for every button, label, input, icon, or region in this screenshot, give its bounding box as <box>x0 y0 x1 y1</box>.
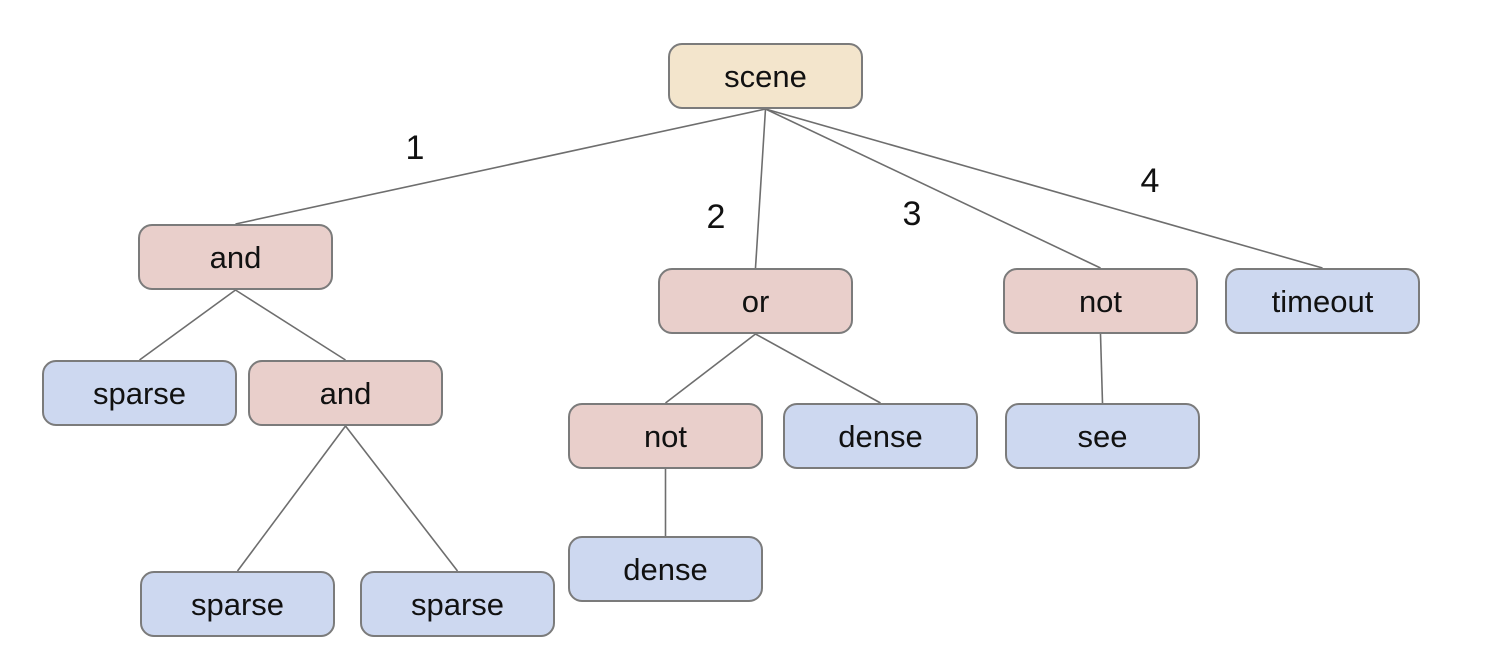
edge-order-label: 4 <box>1141 162 1160 200</box>
tree-node-see-9: see <box>1005 403 1200 469</box>
tree-edge <box>236 425 347 572</box>
tree-node-and-6: and <box>248 360 443 426</box>
tree-node-dense-12: dense <box>568 536 763 602</box>
tree-node-and-1: and <box>138 224 333 290</box>
edge-order-label: 2 <box>707 198 726 236</box>
tree-node-scene-0: scene <box>668 43 863 109</box>
tree-node-timeout-4: timeout <box>1225 268 1420 334</box>
tree-node-sparse-10: sparse <box>140 571 335 637</box>
tree-edge <box>235 108 766 225</box>
edge-order-label: 3 <box>903 195 922 233</box>
tree-node-sparse-5: sparse <box>42 360 237 426</box>
tree-node-or-2: or <box>658 268 853 334</box>
edge-order-label: 1 <box>406 129 425 167</box>
tree-edge <box>1099 333 1104 404</box>
tree-edge <box>235 289 346 361</box>
tree-node-sparse-11: sparse <box>360 571 555 637</box>
tree-edge <box>665 333 756 404</box>
tree-edge <box>765 108 1101 269</box>
tree-node-not-3: not <box>1003 268 1198 334</box>
tree-node-not-7: not <box>568 403 763 469</box>
tree-edge <box>754 108 767 269</box>
tree-edge <box>139 289 236 361</box>
tree-edge <box>344 425 459 572</box>
tree-edge <box>765 108 1323 269</box>
tree-node-dense-8: dense <box>783 403 978 469</box>
tree-edge <box>755 333 881 404</box>
